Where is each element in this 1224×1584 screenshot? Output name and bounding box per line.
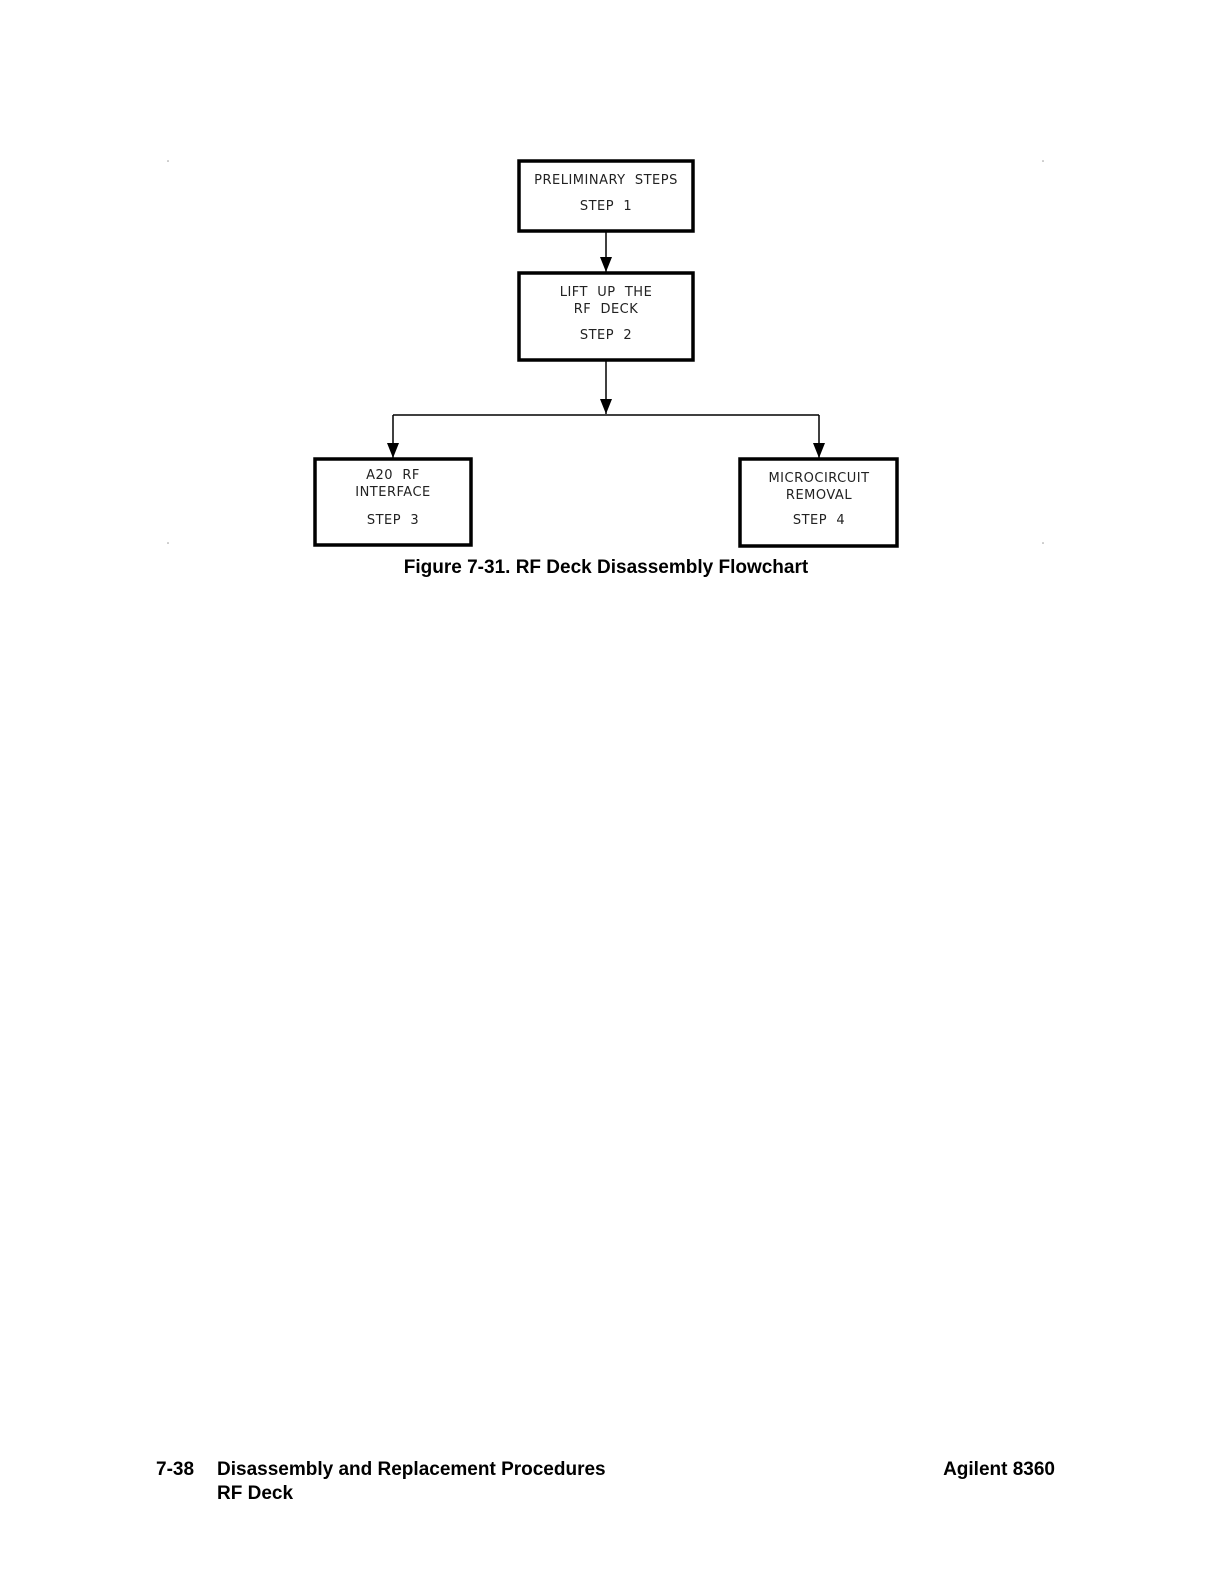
product-name: Agilent 8360 xyxy=(943,1458,1055,1482)
node-step1: PRELIMINARY STEPS STEP 1 xyxy=(519,161,693,231)
registration-dot xyxy=(1042,542,1044,544)
node-step2: LIFT UP THE RF DECK STEP 2 xyxy=(519,273,693,360)
arrowhead-step4 xyxy=(813,443,825,458)
node-step1-title: PRELIMINARY STEPS xyxy=(534,173,678,188)
node-step2-title-line2: RF DECK xyxy=(574,302,639,317)
node-step3-title-line1: A20 RF xyxy=(366,468,420,483)
node-step3-step: STEP 3 xyxy=(367,513,419,528)
figure-caption: Figure 7-31. RF Deck Disassembly Flowcha… xyxy=(0,557,1212,579)
arrowhead-junction xyxy=(600,399,612,414)
page-number: 7-38 xyxy=(156,1458,217,1482)
node-step3: A20 RF INTERFACE STEP 3 xyxy=(315,459,471,545)
section-title: RF Deck xyxy=(217,1482,606,1506)
node-step4-step: STEP 4 xyxy=(793,513,845,528)
node-step2-step: STEP 2 xyxy=(580,328,632,343)
registration-dot xyxy=(167,160,169,162)
node-step1-box xyxy=(519,161,693,231)
node-step4-title-line2: REMOVAL xyxy=(786,488,852,503)
chapter-title: Disassembly and Replacement Procedures xyxy=(217,1459,606,1480)
registration-dot xyxy=(1042,160,1044,162)
registration-dot xyxy=(167,542,169,544)
node-step4-title-line1: MICROCIRCUIT xyxy=(768,471,869,486)
flowchart-diagram: PRELIMINARY STEPS STEP 1 LIFT UP THE RF … xyxy=(0,0,1224,560)
arrowhead-step3 xyxy=(387,443,399,458)
node-step1-step: STEP 1 xyxy=(580,199,632,214)
arrowhead-step2 xyxy=(600,257,612,272)
node-step3-title-line2: INTERFACE xyxy=(355,485,431,500)
node-step4: MICROCIRCUIT REMOVAL STEP 4 xyxy=(740,459,897,546)
node-step2-title-line1: LIFT UP THE xyxy=(560,285,653,300)
